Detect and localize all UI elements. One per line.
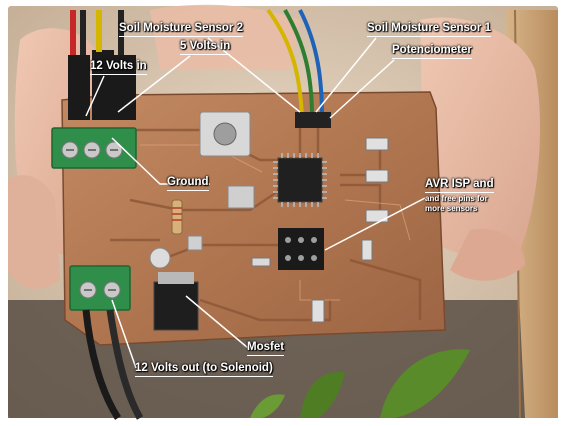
label-12-volts-in: 12 Volts in [90,60,147,75]
label-ground: Ground [167,176,209,191]
label-potenciometer: Potenciometer [392,44,472,59]
label-avr-isp: AVR ISP and [425,178,494,193]
photo-area [8,4,558,420]
label-mosfet: Mosfet [247,341,285,356]
leader-lines [85,37,426,369]
label-soil-moisture-sensor-2: Soil Moisture Sensor 2 [119,22,243,37]
label-5-volts-in: 5 Volts in [180,40,231,55]
label-12-volts-out: 12 Volts out (to Solenoid) [135,362,273,377]
note-free-pins-line-1: and free pins for [425,194,488,203]
note-free-pins-line-2: more sensors [425,204,478,213]
label-soil-moisture-sensor-1: Soil Moisture Sensor 1 [367,22,491,37]
